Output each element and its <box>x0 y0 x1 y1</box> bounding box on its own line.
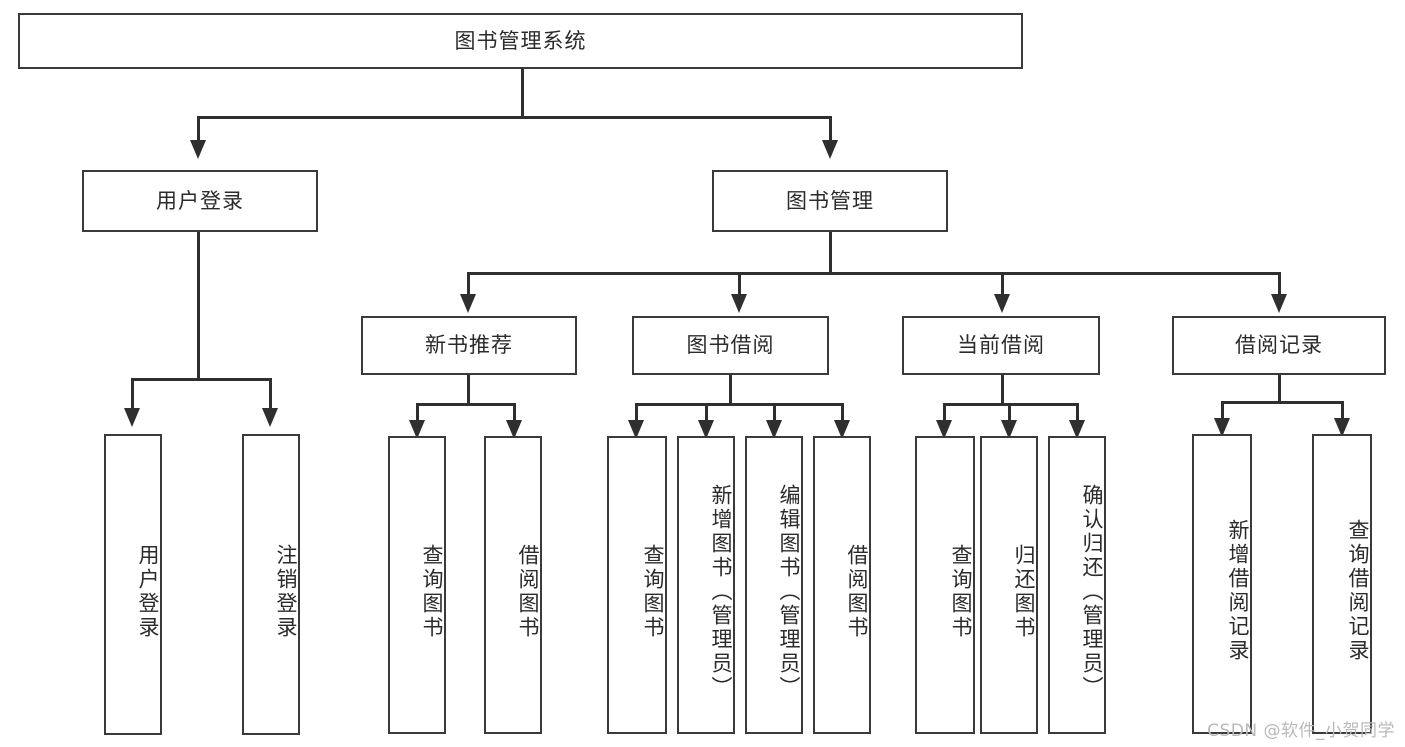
edge-to-current-borrow <box>1001 272 1004 298</box>
edge-root-stem <box>521 68 524 117</box>
node-leaf-query-book-2[interactable]: 查询图书 <box>607 436 667 734</box>
node-leaf-add-book-label: 新增图书（管理员） <box>709 484 733 700</box>
arrowhead-current-borrow <box>994 294 1010 313</box>
edge-book-borrow-child2 <box>705 403 708 425</box>
node-new-book-recommend-label: 新书推荐 <box>425 333 513 358</box>
node-user-login-label: 用户登录 <box>156 188 244 213</box>
node-leaf-user-logout-label: 注销登录 <box>274 543 298 640</box>
edge-new-book-child1 <box>416 403 419 425</box>
arrowhead-leaf-borrow-book-2 <box>834 420 850 439</box>
node-leaf-user-login[interactable]: 用户登录 <box>104 434 162 735</box>
node-leaf-add-book[interactable]: 新增图书（管理员） <box>677 436 735 734</box>
node-leaf-edit-book-label: 编辑图书（管理员） <box>777 484 801 700</box>
edge-user-login-child1 <box>131 378 134 410</box>
edge-current-borrow-child3 <box>1076 403 1079 425</box>
node-leaf-confirm-return-label: 确认归还（管理员） <box>1080 484 1104 700</box>
arrowhead-leaf-borrow-book-1 <box>506 420 522 439</box>
node-user-login[interactable]: 用户登录 <box>82 170 318 232</box>
node-leaf-user-logout[interactable]: 注销登录 <box>242 434 300 735</box>
arrowhead-borrow-record <box>1271 294 1287 313</box>
edge-borrow-record-child2 <box>1341 401 1344 421</box>
node-leaf-borrow-book-2-label: 借阅图书 <box>845 544 869 640</box>
edge-book-borrow-stem <box>729 375 732 405</box>
arrowhead-leaf-return-book <box>1001 420 1017 439</box>
node-leaf-add-borrow-record[interactable]: 新增借阅记录 <box>1192 434 1252 734</box>
edge-new-book-child2 <box>513 403 516 425</box>
node-book-management[interactable]: 图书管理 <box>712 170 948 232</box>
node-leaf-edit-book[interactable]: 编辑图书（管理员） <box>745 436 803 734</box>
node-leaf-query-book-2-label: 查询图书 <box>641 544 665 640</box>
node-borrow-record-label: 借阅记录 <box>1235 333 1323 358</box>
arrowhead-leaf-query-book-2 <box>628 420 644 439</box>
edge-current-borrow-child1 <box>943 403 946 425</box>
edge-user-login-bar <box>131 378 269 381</box>
edge-book-borrow-child4 <box>841 403 844 425</box>
node-leaf-confirm-return[interactable]: 确认归还（管理员） <box>1048 436 1106 734</box>
node-leaf-query-book-1-label: 查询图书 <box>420 544 444 640</box>
arrowhead-user-login <box>190 140 206 159</box>
arrowhead-leaf-user-logout <box>262 408 278 427</box>
edge-current-borrow-bar <box>943 403 1078 406</box>
arrowhead-book-borrow <box>731 294 747 313</box>
node-current-borrow[interactable]: 当前借阅 <box>902 316 1100 375</box>
node-leaf-query-borrow-record[interactable]: 查询借阅记录 <box>1312 434 1372 734</box>
node-book-borrow[interactable]: 图书借阅 <box>632 316 829 375</box>
edge-book-management-bar <box>467 272 1278 275</box>
arrowhead-leaf-confirm-return <box>1069 420 1085 439</box>
arrowhead-book-management <box>822 140 838 159</box>
edge-book-borrow-child3 <box>773 403 776 425</box>
edge-to-book-borrow <box>738 272 741 298</box>
edge-book-borrow-bar <box>635 403 843 406</box>
edge-current-borrow-stem <box>1001 375 1004 405</box>
edge-to-book-management <box>829 116 832 143</box>
arrowhead-leaf-add-book <box>698 420 714 439</box>
arrowhead-leaf-query-book-1 <box>409 420 425 439</box>
node-leaf-query-book-3[interactable]: 查询图书 <box>915 436 975 734</box>
watermark-text: CSDN @软件_小贺同学 <box>1207 721 1395 741</box>
edge-to-borrow-record <box>1278 272 1281 298</box>
node-leaf-borrow-book-1-label: 借阅图书 <box>516 544 540 640</box>
node-book-borrow-label: 图书借阅 <box>686 333 775 358</box>
edge-user-login-stem <box>197 232 200 380</box>
arrowhead-new-book-recommend <box>460 294 476 313</box>
arrowhead-leaf-add-borrow-record <box>1214 418 1230 437</box>
node-leaf-query-borrow-record-label: 查询借阅记录 <box>1346 519 1370 663</box>
edge-borrow-record-bar <box>1221 401 1343 404</box>
node-leaf-borrow-book-1[interactable]: 借阅图书 <box>484 436 542 734</box>
edge-root-bar <box>197 116 831 119</box>
node-new-book-recommend[interactable]: 新书推荐 <box>361 316 577 375</box>
edge-new-book-stem <box>467 375 470 405</box>
node-leaf-borrow-book-2[interactable]: 借阅图书 <box>813 436 871 734</box>
node-root[interactable]: 图书管理系统 <box>18 13 1023 69</box>
edge-to-new-book <box>467 272 470 298</box>
node-borrow-record[interactable]: 借阅记录 <box>1172 316 1386 375</box>
edge-borrow-record-child1 <box>1221 401 1224 421</box>
edge-to-user-login <box>197 116 200 143</box>
edge-borrow-record-stem <box>1278 375 1281 403</box>
node-leaf-user-login-label: 用户登录 <box>136 543 160 640</box>
node-leaf-query-book-1[interactable]: 查询图书 <box>388 436 446 734</box>
node-current-borrow-label: 当前借阅 <box>957 333 1045 358</box>
node-leaf-query-book-3-label: 查询图书 <box>949 544 973 640</box>
edge-book-borrow-child1 <box>635 403 638 425</box>
edge-new-book-bar <box>416 403 516 406</box>
node-root-label: 图书管理系统 <box>454 28 587 53</box>
arrowhead-leaf-edit-book <box>766 420 782 439</box>
node-leaf-add-borrow-record-label: 新增借阅记录 <box>1226 519 1250 663</box>
edge-book-management-stem <box>829 232 832 274</box>
node-book-management-label: 图书管理 <box>786 188 874 213</box>
edge-user-login-child2 <box>269 378 272 410</box>
node-leaf-return-book-label: 归还图书 <box>1012 544 1036 640</box>
arrowhead-leaf-query-book-3 <box>936 420 952 439</box>
edge-current-borrow-child2 <box>1008 403 1011 425</box>
arrowhead-leaf-user-login <box>124 408 140 427</box>
node-leaf-return-book[interactable]: 归还图书 <box>980 436 1038 734</box>
arrowhead-leaf-query-borrow-record <box>1334 418 1350 437</box>
